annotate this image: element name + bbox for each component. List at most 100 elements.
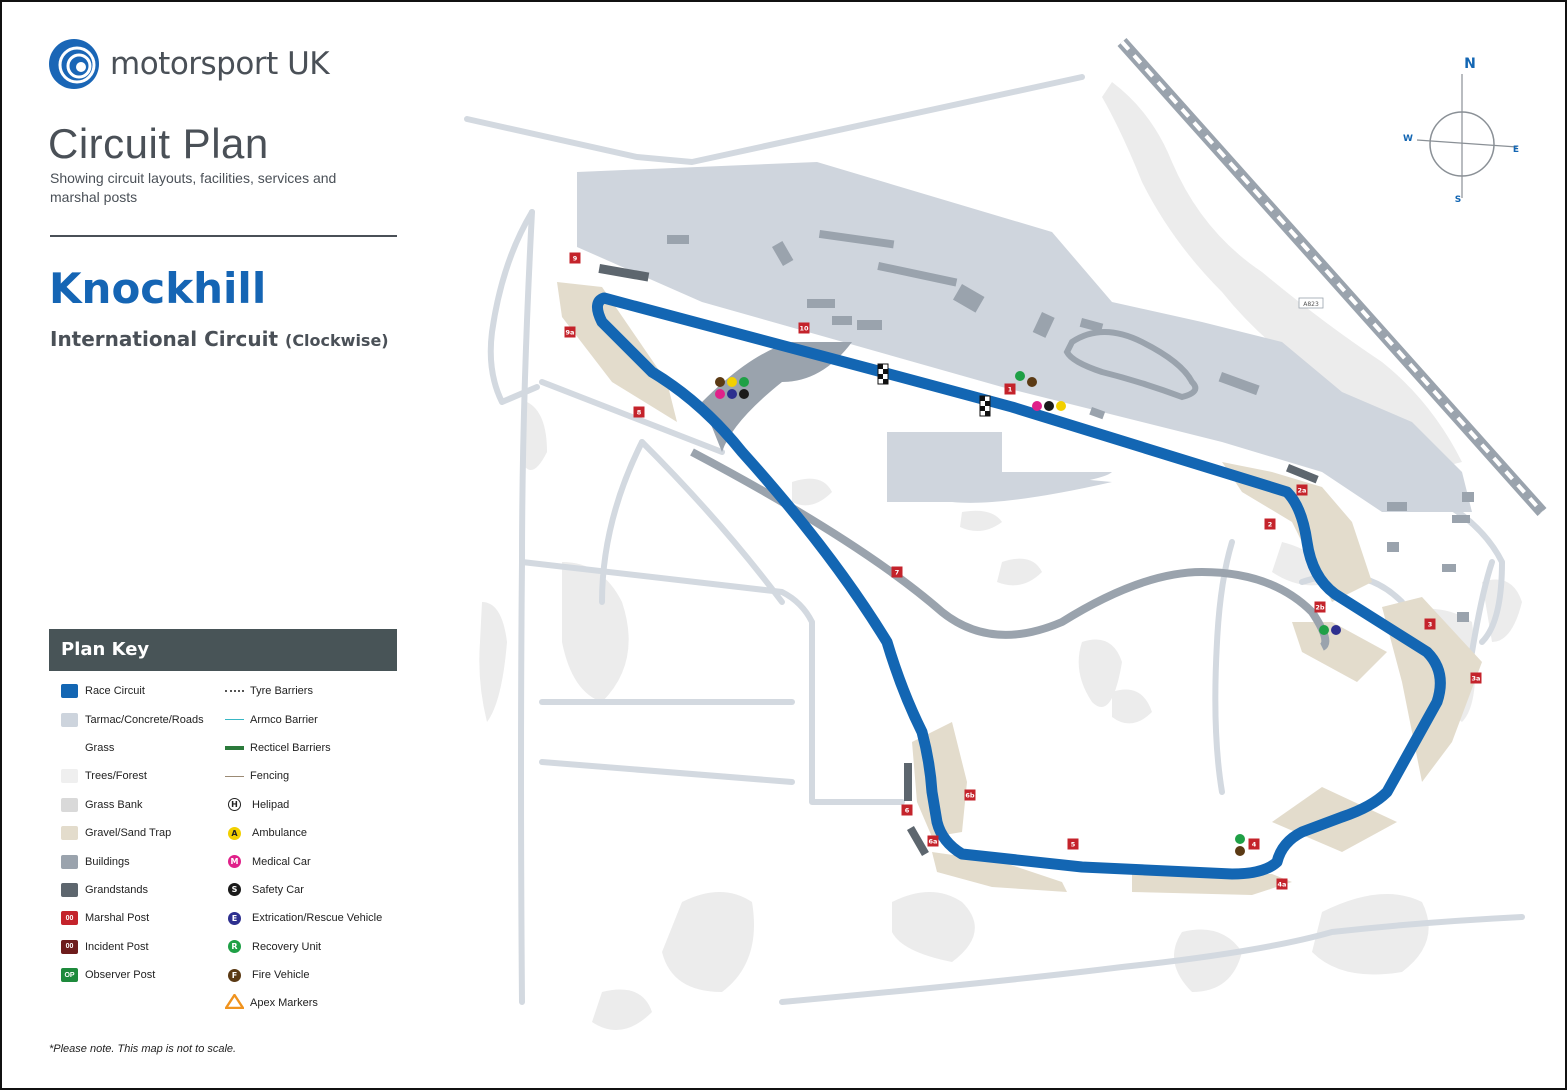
plan-key-item: Armco Barrier (225, 705, 382, 733)
extrication-icon (727, 389, 737, 399)
marshal-post[interactable]: 1 (1004, 383, 1016, 395)
venue-name: Knockhill (49, 264, 267, 313)
marshal-posts: 1 2 2a 2b 3 3a 4 4a 5 6 6a 6b 7 8 9 9a 10 (564, 252, 1482, 890)
marshal-post-number: 6a (929, 838, 938, 846)
plan-key-label: Grandstands (85, 883, 148, 896)
plan-key-item: Grass Bank (61, 791, 204, 819)
plan-key-label: Buildings (85, 855, 130, 868)
plan-key-label: Observer Post (85, 969, 156, 982)
marshal-post[interactable]: 7 (891, 566, 903, 578)
marshal-post[interactable]: 5 (1067, 838, 1079, 850)
plan-key-item: Trees/Forest (61, 762, 204, 790)
marshal-post-number: 7 (895, 569, 900, 577)
national-circuit-link (690, 448, 1330, 651)
marshal-post-swatch: 00 (61, 911, 78, 926)
marshal-post[interactable]: 9a (564, 326, 576, 338)
marshal-post-number: 6b (965, 792, 975, 800)
marshal-post[interactable]: 2a (1296, 484, 1308, 496)
marshal-post[interactable]: 3a (1470, 672, 1482, 684)
marshal-post[interactable]: 6a (927, 835, 939, 847)
plan-key-item: Fencing (225, 762, 382, 790)
marshal-post[interactable]: 4a (1276, 878, 1288, 890)
buildings-swatch (61, 854, 78, 869)
observer-post-swatch: OP (61, 968, 78, 983)
marshal-post-number: 8 (637, 409, 642, 417)
plan-key-item: Grass (61, 734, 204, 762)
recovery-icon (1015, 371, 1025, 381)
road-label-box (1298, 297, 1324, 309)
marshal-post[interactable]: 10 (798, 322, 810, 334)
marshal-post-number: 2a (1298, 487, 1307, 495)
brand[interactable]: motorsport UK (48, 38, 330, 90)
layout-label: International Circuit (50, 327, 279, 351)
plan-key-label: Recovery Unit (252, 940, 322, 953)
ambulance-icon (1056, 401, 1066, 411)
fire-vehicle-icon: F (228, 968, 241, 982)
grass-swatch (61, 740, 78, 755)
marshal-post[interactable]: 3 (1424, 618, 1436, 630)
marshal-post[interactable]: 2b (1314, 601, 1326, 613)
grass-bank-swatch (61, 797, 78, 812)
plan-key-item: Gravel/Sand Trap (61, 819, 204, 847)
plan-key-label: Fire Vehicle (252, 969, 310, 982)
apex-marker-icon (223, 993, 246, 1012)
plan-key-item: Buildings (61, 847, 204, 875)
plan-title: Circuit Plan (48, 120, 269, 167)
incident-post-swatch: 00 (61, 939, 78, 954)
trees-swatch (61, 769, 78, 784)
recovery-icon (1235, 834, 1245, 844)
plan-key-label: Tyre Barriers (250, 685, 313, 698)
paddock-area (577, 162, 1472, 512)
service-vehicle-icons (715, 371, 1341, 856)
plan-key-label: Apex Markers (250, 997, 318, 1010)
plan-subtitle: Showing circuit layouts, facilities, ser… (50, 170, 337, 205)
marshal-post-number: 4 (1252, 841, 1257, 849)
plan-key-item: Tarmac/Concrete/Roads (61, 705, 204, 733)
recovery-icon: R (228, 940, 241, 954)
plan-key-label: Gravel/Sand Trap (85, 827, 172, 840)
plan-key-label: Armco Barrier (250, 713, 318, 726)
kart-track (1063, 329, 1199, 401)
marshal-post-number: 2 (1268, 521, 1273, 529)
marshal-post[interactable]: 9 (569, 252, 581, 264)
race-circuit[interactable] (592, 292, 1446, 880)
plan-key-label: Trees/Forest (85, 770, 147, 783)
grandstands-swatch (61, 882, 78, 897)
marshal-post-number: 3a (1472, 675, 1481, 683)
plan-key-label: Helipad (252, 798, 290, 811)
marshal-post[interactable]: 6b (964, 789, 976, 801)
marshal-post[interactable]: 2 (1264, 518, 1276, 530)
start-finish-flags (877, 363, 991, 417)
medical-car-icon (715, 389, 725, 399)
ambulance-icon: A (228, 826, 241, 840)
fire-vehicle-icon (715, 377, 725, 387)
plan-key-item: Recticel Barriers (225, 734, 382, 762)
compass: N E S W (1403, 56, 1519, 205)
plan-key-label: Recticel Barriers (250, 741, 331, 754)
gravel-swatch (61, 826, 78, 841)
marshal-post[interactable]: 8 (633, 406, 645, 418)
plan-key-label: Fencing (250, 770, 290, 783)
plan-key-item: Race Circuit (61, 677, 204, 705)
plan-key-label: Tarmac/Concrete/Roads (85, 713, 204, 726)
plan-key-label: Extrication/Rescue Vehicle (252, 912, 383, 925)
plan-key-label: Grass Bank (85, 798, 143, 811)
medical-car-icon: M (228, 855, 241, 869)
buildings (667, 230, 1474, 622)
scale-note: *Please note. This map is not to scale. (49, 1043, 237, 1055)
plan-key-heading: Plan Key (49, 629, 397, 671)
layout-direction: (Clockwise) (285, 331, 389, 350)
marshal-post[interactable]: 6 (901, 804, 913, 816)
plan-key-label: Grass (85, 741, 115, 754)
plan-key-item: Apex Markers (223, 989, 382, 1017)
recovery-icon (1319, 625, 1329, 635)
plan-key-label: Incident Post (85, 940, 149, 953)
marshal-post-number: 6 (905, 807, 910, 815)
marshal-post[interactable]: 4 (1248, 838, 1260, 850)
